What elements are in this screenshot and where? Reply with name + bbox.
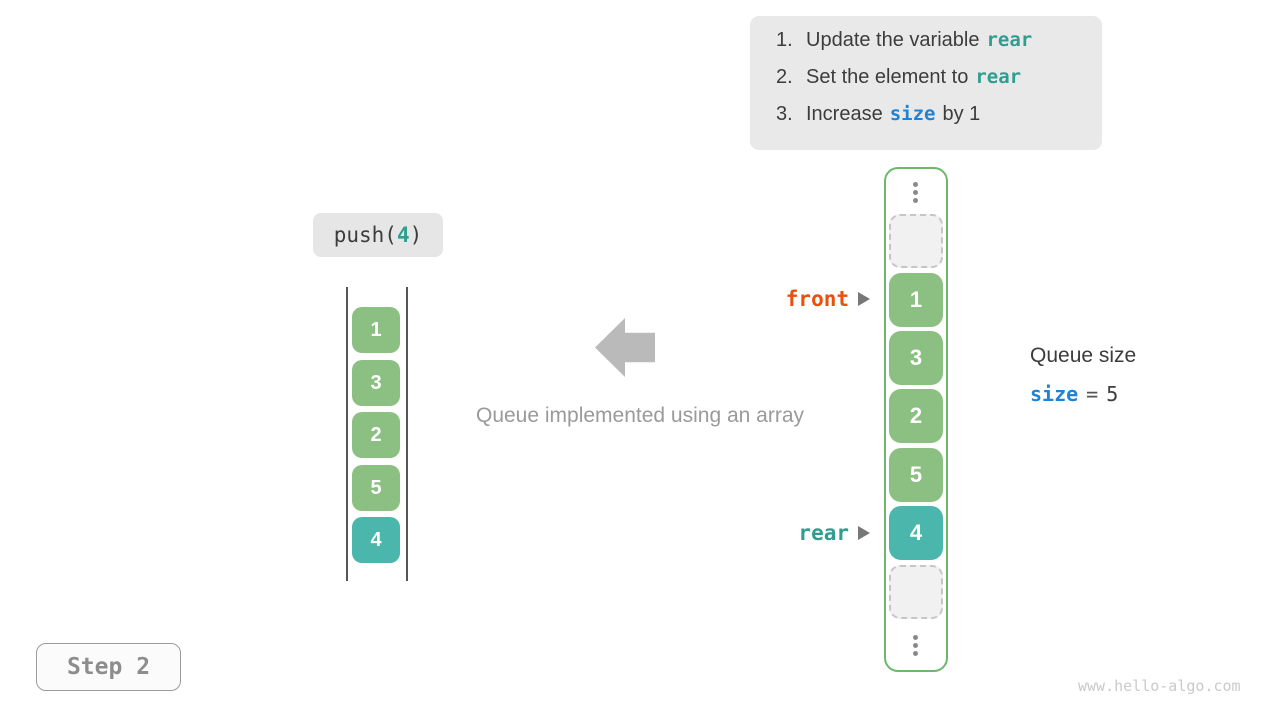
right-arrowhead-icon: [858, 292, 870, 306]
array-empty-slot: [889, 214, 943, 268]
operation-fn: push(: [333, 223, 397, 247]
queue-size-value-line: size = 5: [1030, 382, 1118, 406]
front-pointer-label: front: [785, 287, 849, 311]
ellipsis-top-icon: [886, 182, 944, 203]
equals-sign: =: [1086, 382, 1099, 406]
code-token-rear: rear: [975, 66, 1022, 88]
note-number: 1.: [776, 29, 793, 51]
front-pointer: front: [762, 287, 870, 311]
step-badge: Step 2: [36, 643, 181, 691]
ellipsis-bottom-icon: [886, 635, 944, 656]
size-value: 5: [1106, 382, 1119, 406]
steps-note-box: 1. Update the variable rear 2. Set the e…: [750, 16, 1102, 150]
code-token-size: size: [889, 103, 936, 125]
stack-cell-new: 4: [352, 517, 400, 563]
stack-left-rail: [346, 287, 348, 581]
diagram-caption: Queue implemented using an array: [475, 404, 805, 427]
rear-pointer: rear: [762, 521, 870, 545]
queue-size-title: Queue size: [1030, 344, 1137, 367]
right-arrowhead-icon: [858, 526, 870, 540]
note-line-1: 1. Update the variable rear: [776, 29, 1102, 66]
array-cell: 3: [889, 331, 943, 385]
array-container: 1 3 2 5 4: [884, 167, 948, 672]
note-number: 3.: [776, 103, 793, 125]
stack-cell: 5: [352, 465, 400, 511]
rear-pointer-label: rear: [798, 521, 849, 545]
left-arrow-icon: [595, 318, 655, 377]
operation-close: ): [409, 223, 423, 247]
array-cell: 5: [889, 448, 943, 502]
array-empty-slot: [889, 565, 943, 619]
note-line-2: 2. Set the element to rear: [776, 66, 1102, 103]
note-text-after: by 1: [942, 103, 981, 125]
stack-cell: 3: [352, 360, 400, 406]
stack-cell: 2: [352, 412, 400, 458]
note-text: Increase: [806, 103, 883, 125]
note-text: Set the element to: [806, 66, 969, 88]
stack-cell: 1: [352, 307, 400, 353]
operation-badge: push(4): [313, 213, 443, 257]
note-number: 2.: [776, 66, 793, 88]
watermark: www.hello-algo.com: [1078, 677, 1241, 695]
array-cell-front: 1: [889, 273, 943, 327]
note-line-3: 3. Increase size by 1: [776, 103, 1102, 140]
operation-arg: 4: [396, 223, 410, 247]
code-token-rear: rear: [986, 29, 1033, 51]
note-text: Update the variable: [806, 29, 980, 51]
size-variable: size: [1030, 382, 1079, 406]
stack-right-rail: [406, 287, 408, 581]
array-cell: 2: [889, 389, 943, 443]
array-cell-rear: 4: [889, 506, 943, 560]
